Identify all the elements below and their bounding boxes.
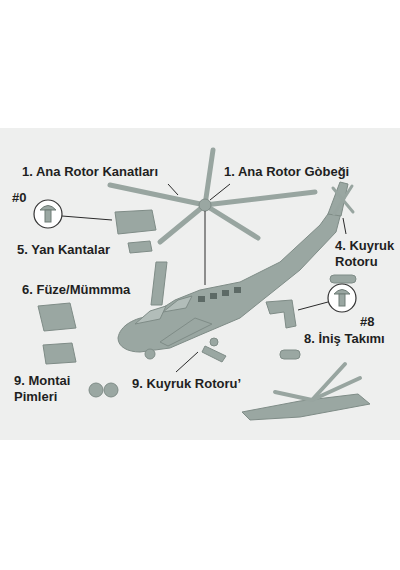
missile-part [38, 303, 76, 331]
part-label: 5. Yan Kantalar [17, 242, 110, 258]
part-label: 8. İniş Takımı [304, 331, 385, 347]
illustration-part [222, 290, 229, 296]
illustration-part [298, 302, 328, 310]
illustration-part [328, 284, 356, 312]
illustration-part [312, 378, 360, 400]
illustration-part [343, 218, 346, 234]
stub-wing [160, 318, 212, 346]
illustration-part [210, 293, 217, 299]
illustration-part [334, 290, 350, 295]
illustration-part [176, 352, 198, 372]
illustration-part [168, 184, 178, 195]
leader-lines [62, 184, 346, 372]
canopy [163, 296, 192, 312]
illustration-part [275, 392, 312, 400]
illustration-part [198, 296, 205, 302]
tail-rotor-mounted [333, 186, 353, 214]
part-label: 1. Ana Rotor Kanatları [22, 164, 158, 180]
canopy [135, 306, 166, 324]
illustration-part [45, 210, 51, 222]
illustration-part [34, 200, 62, 228]
tail-rotor-part [330, 275, 356, 283]
callout-number: #0 [12, 190, 26, 206]
wheel [145, 349, 155, 359]
capsule-part [280, 350, 300, 359]
small-panel [128, 241, 152, 253]
side-panel [115, 210, 156, 234]
part-label: 4. Kuyruk Rotoru [335, 238, 395, 270]
long-panel [151, 262, 167, 305]
illustration-part [334, 186, 352, 214]
part-label: 1. Ana Rotor Gòbeği [224, 164, 349, 180]
illustration-part [205, 211, 206, 285]
part-label: 6. Füze/Mümmma [22, 282, 130, 298]
rotor-hub [199, 199, 211, 211]
illustration-part [205, 205, 258, 238]
part-label: 9. Kuyruk Rotoru’ [132, 376, 241, 392]
landing-gear-part [266, 300, 296, 328]
rotor-blades [110, 150, 315, 242]
illustration-part [110, 185, 205, 205]
windows [198, 287, 241, 302]
part-label: 9. Montai Pimleri [14, 373, 76, 405]
illustration-part [205, 192, 315, 205]
illustration-part [205, 150, 213, 205]
second-rotor [275, 364, 360, 400]
illustration-part [62, 216, 112, 220]
illustration-part [234, 287, 241, 293]
gear-strut [202, 346, 226, 362]
illustration-part [40, 206, 56, 211]
callout-number: #8 [360, 314, 374, 330]
background-panel [0, 128, 400, 440]
illustration-part [210, 184, 230, 200]
wheel [210, 338, 218, 346]
illustration-part [160, 205, 205, 242]
missile-part [43, 343, 76, 364]
pin [104, 383, 118, 397]
illustration-part [339, 294, 345, 306]
pin [89, 383, 103, 397]
